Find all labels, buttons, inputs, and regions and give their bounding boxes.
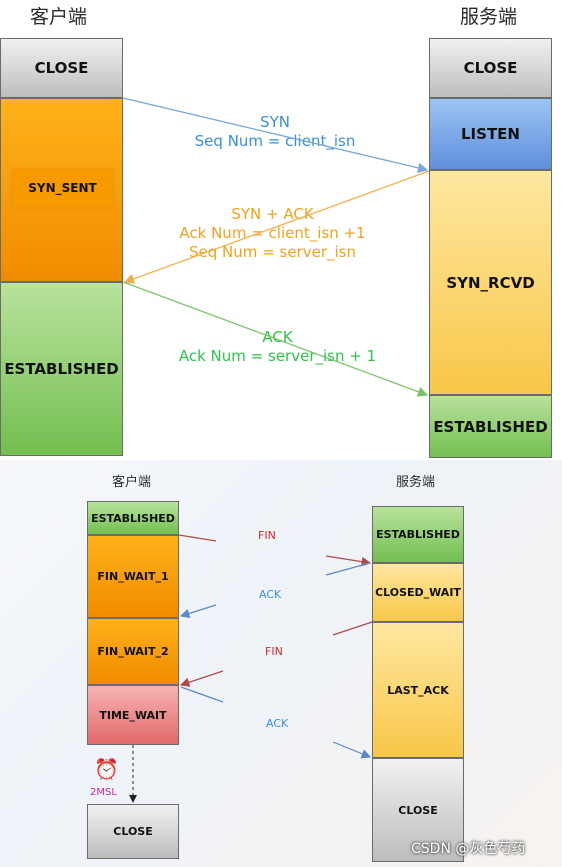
client-state-syn-sent: SYN_SENT xyxy=(12,169,113,207)
server-state-close: CLOSE xyxy=(429,38,552,98)
fin-message-2: FIN xyxy=(265,645,283,658)
ack-message: ACK Ack Num = server_isn + 1 xyxy=(175,328,380,366)
syn-seq: Seq Num = client_isn xyxy=(194,132,356,150)
synack-message: SYN + ACK Ack Num = client_isn +1 Seq Nu… xyxy=(170,205,375,262)
synack-label: SYN + ACK xyxy=(231,205,314,223)
ack-message-2: ACK xyxy=(266,717,289,730)
server-state-closed-wait: CLOSED_WAIT xyxy=(372,563,464,622)
teardown-background xyxy=(0,460,562,867)
server-state-close-2: CLOSE xyxy=(372,758,464,862)
server-state-established-2: ESTABLISHED xyxy=(372,506,464,563)
server-state-last-ack: LAST_ACK xyxy=(372,622,464,758)
syn-message: SYN Seq Num = client_isn xyxy=(180,113,370,151)
fin-message-1: FIN xyxy=(258,529,276,542)
client-state-fin-wait-2: FIN_WAIT_2 xyxy=(87,618,179,685)
client-state-established: ESTABLISHED xyxy=(0,282,123,456)
server-state-established: ESTABLISHED xyxy=(429,395,552,458)
client-title-top: 客户端 xyxy=(30,6,88,28)
ack-num: Ack Num = server_isn + 1 xyxy=(178,347,377,365)
client-state-time-wait: TIME_WAIT xyxy=(87,685,179,745)
client-state-close-2: CLOSE xyxy=(87,804,179,859)
client-state-established-2: ESTABLISHED xyxy=(87,501,179,535)
synack-seq: Seq Num = server_isn xyxy=(189,243,356,261)
ack-label: ACK xyxy=(262,328,293,346)
ack-message-1: ACK xyxy=(259,588,282,601)
client-title-bottom: 客户端 xyxy=(112,475,152,490)
server-title-top: 服务端 xyxy=(460,6,518,28)
client-state-fin-wait-1: FIN_WAIT_1 xyxy=(87,535,179,618)
server-state-syn-rcvd: SYN_RCVD xyxy=(429,170,552,395)
syn-label: SYN xyxy=(260,113,290,131)
watermark: CSDN @灰色芍药 xyxy=(411,841,526,857)
server-state-listen: LISTEN xyxy=(429,98,552,170)
synack-ack: Ack Num = client_isn +1 xyxy=(179,224,366,242)
timer-label: 2MSL xyxy=(90,787,117,798)
alarm-clock-icon: ⏰ xyxy=(94,759,119,781)
server-title-bottom: 服务端 xyxy=(396,475,436,490)
client-state-close: CLOSE xyxy=(0,38,123,98)
